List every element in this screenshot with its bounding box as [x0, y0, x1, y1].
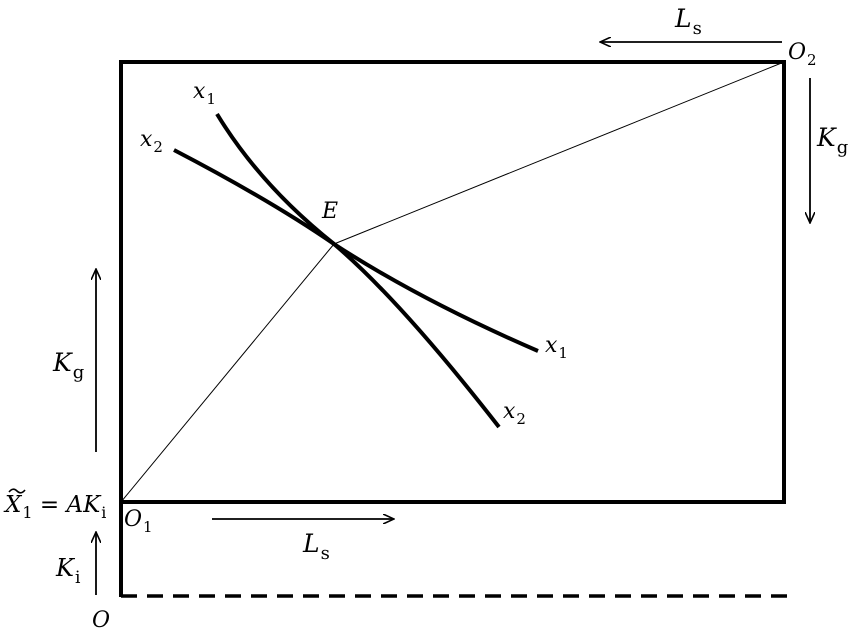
- curve-x1-end-label: x1: [545, 333, 568, 362]
- axis-ls-top-label: Ls: [674, 4, 702, 39]
- ray-o1-to-e: [120, 243, 335, 503]
- origin-o1-label: O1: [124, 507, 153, 536]
- curve-x1: [215, 112, 501, 429]
- endowment-label: X1 = AKi: [3, 492, 106, 522]
- curve-x2: [173, 148, 539, 353]
- curve-x2-end-label: x2: [503, 399, 526, 428]
- curve-x2-start-label: x2: [140, 127, 163, 156]
- equilibrium-label: E: [321, 199, 338, 224]
- axis-kg-right-label: Kg: [816, 123, 848, 158]
- curve-x1-start-label: x1: [193, 79, 216, 108]
- tilde-mark: [8, 488, 26, 494]
- edgeworth-box: [119, 60, 786, 504]
- origin-o-label: O: [92, 608, 110, 633]
- ray-o2-to-e: [333, 61, 785, 245]
- axis-ki-label: Ki: [55, 554, 81, 588]
- axis-ls-bottom-label: Ls: [302, 529, 330, 564]
- origin-o2-label: O2: [788, 40, 817, 69]
- axis-kg-left-label: Kg: [52, 348, 84, 383]
